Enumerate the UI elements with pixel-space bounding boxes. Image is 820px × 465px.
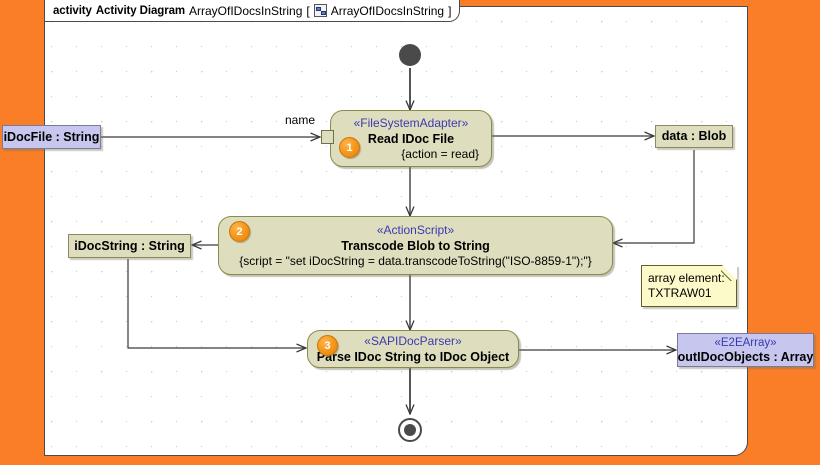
- edge-idocstring-to-parse: [127, 259, 306, 348]
- note-line-1: array element:: [648, 271, 725, 285]
- action-title: Read IDoc File: [367, 131, 455, 146]
- action-tagged-value: {script = "set iDocString = data.transco…: [239, 253, 592, 268]
- name-pin-label: name: [285, 113, 316, 127]
- note-fold-corner: [722, 265, 737, 280]
- object-node-idocstring[interactable]: iDocString : String: [68, 234, 191, 258]
- action-title: Transcode Blob to String: [341, 238, 490, 253]
- action-parse-idoc-string[interactable]: «SAPIDocParser» Parse IDoc String to IDo…: [307, 330, 519, 368]
- object-label: outIDocObjects : Array: [677, 349, 814, 364]
- note-array-element[interactable]: array element: TXTRAW01: [641, 265, 737, 307]
- action-title: Parse IDoc String to IDoc Object: [316, 349, 510, 364]
- action-stereotype: «ActionScript»: [376, 222, 455, 237]
- frame-type-label: Activity Diagram: [95, 4, 185, 17]
- action-badge-2[interactable]: 2: [229, 221, 250, 242]
- name-pin[interactable]: [321, 130, 334, 144]
- edge-data-to-transcode: [613, 150, 695, 243]
- frame-bracket-open: [: [306, 3, 310, 18]
- frame-context-name: ArrayOfIDocsInString: [330, 3, 445, 18]
- activity-diagram-icon: [313, 4, 327, 17]
- activity-final-node[interactable]: [398, 418, 422, 442]
- frame-keyword: activity: [53, 4, 92, 17]
- frame-diagram-name: ArrayOfIDocsInString: [189, 3, 303, 18]
- object-node-data-blob[interactable]: data : Blob: [655, 125, 733, 148]
- object-label: iDocFile : String: [3, 129, 100, 144]
- object-label: iDocString : String: [74, 238, 185, 253]
- action-badge-3[interactable]: 3: [317, 335, 338, 356]
- action-badge-1[interactable]: 1: [339, 137, 360, 158]
- frame-title-bar[interactable]: activity Activity Diagram ArrayOfIDocsIn…: [44, 0, 461, 22]
- action-transcode-blob-to-string[interactable]: «ActionScript» Transcode Blob to String …: [218, 216, 613, 275]
- object-node-outidocobjects[interactable]: «E2EArray» outIDocObjects : Array: [677, 333, 814, 367]
- action-stereotype: «SAPIDocParser»: [364, 333, 462, 348]
- action-read-idoc-file[interactable]: «FileSystemAdapter» Read IDoc File {acti…: [330, 110, 492, 167]
- object-stereotype: «E2EArray»: [714, 336, 777, 349]
- action-tagged-value: {action = read}: [401, 146, 479, 161]
- frame-bracket-close: ]: [448, 3, 452, 18]
- note-line-2: TXTRAW01: [648, 286, 712, 300]
- object-node-idocfile[interactable]: iDocFile : String: [2, 125, 101, 149]
- action-stereotype: «FileSystemAdapter»: [353, 115, 469, 130]
- object-label: data : Blob: [661, 129, 727, 143]
- initial-node[interactable]: [399, 44, 421, 66]
